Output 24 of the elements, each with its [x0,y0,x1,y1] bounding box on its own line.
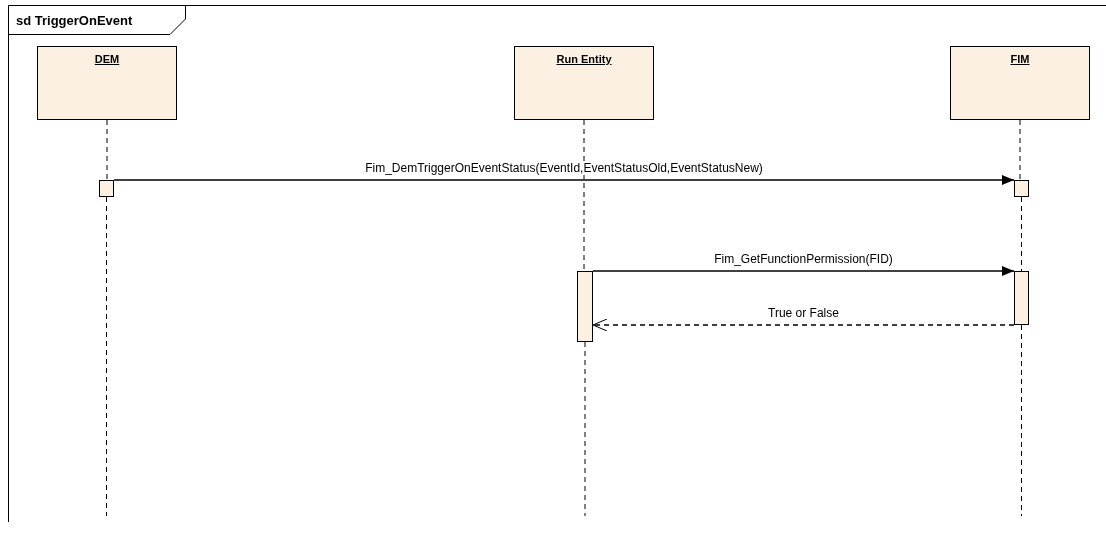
activation-bar [99,180,114,197]
lifeline-header [514,46,654,120]
activation-bar [1014,180,1029,197]
lifeline-name: FIM [1010,52,1030,67]
lifeline [1021,324,1022,517]
frame-title: sd TriggerOnEvent [8,5,186,35]
activation-bar [577,271,593,342]
lifeline-name: Run Entity [556,52,612,67]
return-arrow [592,318,1015,332]
lifeline [1019,119,1021,181]
message-label: True or False [766,306,841,320]
message-label: Fim_DemTriggerOnEventStatus(EventId,EventStatusOld,EventStatusNew) [363,161,765,175]
activation-bar [1014,271,1029,325]
lifeline [1021,196,1022,272]
lifeline-header [37,46,177,120]
lifeline [106,196,107,517]
lifeline-name: DEM [94,52,120,67]
lifeline-header [950,46,1090,120]
message-arrow [113,175,1015,185]
lifeline [106,119,108,181]
lifeline [583,119,585,272]
message-arrow [592,266,1015,276]
message-label: Fim_GetFunctionPermission(FID) [712,252,895,266]
lifeline [584,341,586,517]
